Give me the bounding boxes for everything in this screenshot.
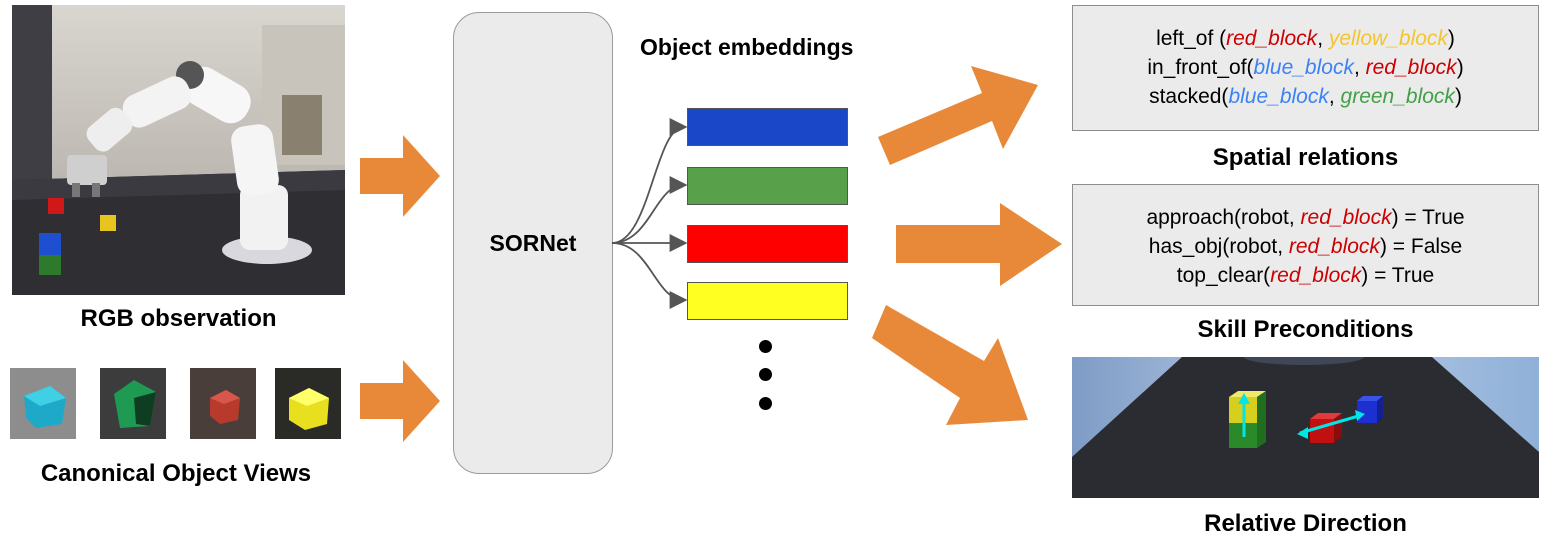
ellipsis-dot (759, 368, 772, 381)
canonical-view-yellow (275, 368, 341, 439)
predicate-text: ) (1447, 27, 1455, 50)
predicate-text: stacked( (1149, 85, 1229, 108)
embedding-bar-red (687, 225, 848, 263)
output-arrow-direction (872, 305, 1028, 425)
output-arrow-skill (896, 203, 1062, 286)
predicate-text: , (1353, 56, 1366, 79)
rgb-observation-image (12, 5, 345, 295)
object-term: red_block (1226, 27, 1318, 50)
predicate-text: top_clear( (1176, 264, 1271, 287)
object-embeddings-title: Object embeddings (640, 34, 854, 60)
predicate-text: ) (1456, 56, 1464, 79)
canonical-view-red (190, 368, 256, 439)
relative-direction-caption: Relative Direction (1204, 510, 1407, 537)
predicate-text: has_obj(robot, (1148, 235, 1289, 258)
relative-direction-image (1072, 357, 1539, 498)
spatial-relations-caption: Spatial relations (1212, 144, 1399, 171)
predicate-text: ) (1454, 85, 1462, 108)
predicate-text: , (1317, 27, 1329, 50)
input-arrow-top (360, 135, 440, 217)
predicate-text: , (1328, 85, 1341, 108)
object-term: yellow_block (1328, 27, 1448, 50)
predicate-text: ) = False (1379, 235, 1463, 258)
sornet-box: SORNet (453, 12, 613, 474)
object-term: green_block (1340, 85, 1455, 108)
predicate-text: left_of ( (1156, 27, 1227, 50)
canonical-view-cyan (10, 368, 76, 439)
embedding-bar-blue (687, 108, 848, 146)
spatial-relation-line: in_front_of(blue_block, red_block) (1073, 53, 1538, 82)
output-arrow-spatial (878, 66, 1038, 165)
skill-preconditions-caption: Skill Preconditions (1197, 316, 1414, 343)
skill-precondition-line: top_clear(red_block) = True (1073, 261, 1538, 290)
embedding-bar-yellow (687, 282, 848, 320)
object-term: blue_block (1228, 85, 1329, 108)
object-term: red_block (1270, 264, 1362, 287)
embedding-bar-green (687, 167, 848, 205)
canonical-view-green (100, 368, 166, 439)
embedding-connectors (611, 118, 688, 309)
skill-precondition-line: has_obj(robot, red_block) = False (1073, 232, 1538, 261)
predicate-text: ) = True (1361, 264, 1435, 287)
object-term: red_block (1288, 235, 1380, 258)
spatial-relations-box: left_of (red_block, yellow_block)in_fron… (1072, 5, 1539, 131)
rgb-observation-caption: RGB observation (80, 305, 277, 332)
object-term: red_block (1365, 56, 1457, 79)
predicate-text: ) = True (1391, 206, 1465, 229)
ellipsis-dot (759, 340, 772, 353)
canonical-views-caption: Canonical Object Views (40, 460, 312, 487)
input-arrow-bottom (360, 360, 440, 442)
object-term: red_block (1300, 206, 1392, 229)
predicate-text: approach(robot, (1146, 206, 1301, 229)
skill-precondition-line: approach(robot, red_block) = True (1073, 203, 1538, 232)
predicate-text: in_front_of( (1147, 56, 1254, 79)
object-term: blue_block (1253, 56, 1354, 79)
spatial-relations-lines: left_of (red_block, yellow_block)in_fron… (1073, 24, 1538, 111)
spatial-relation-line: stacked(blue_block, green_block) (1073, 82, 1538, 111)
ellipsis-dot (759, 397, 772, 410)
spatial-relation-line: left_of (red_block, yellow_block) (1073, 24, 1538, 53)
sornet-label: SORNet (489, 229, 577, 256)
